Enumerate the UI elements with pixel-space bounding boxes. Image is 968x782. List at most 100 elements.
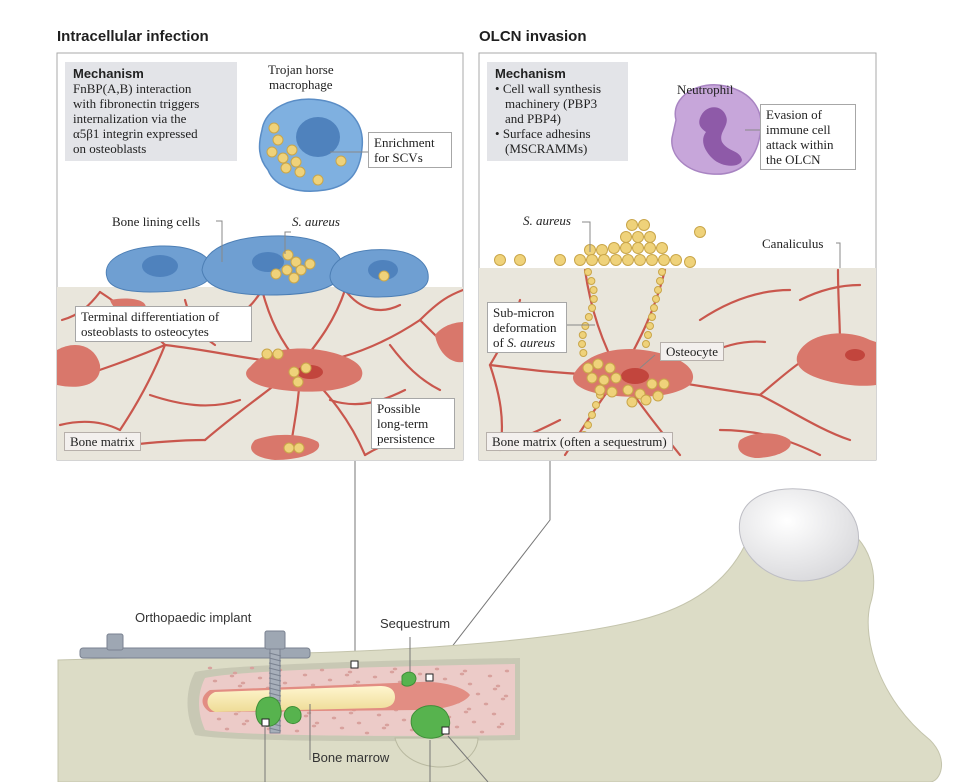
differentiation-line: osteoblasts to osteocytes — [81, 324, 209, 339]
left-mechanism-box: Mechanism FnBP(A,B) interaction with fib… — [65, 62, 237, 161]
marrow-speck — [496, 725, 502, 729]
marrow-speck — [389, 670, 395, 674]
marrow-speck — [233, 712, 239, 716]
marrow-speck — [240, 681, 246, 685]
marrow-speck — [224, 727, 230, 731]
s-aureus-label-left: S. aureus — [292, 214, 340, 229]
bacterium — [640, 394, 652, 406]
bacterium — [642, 340, 650, 348]
thread-line — [268, 692, 282, 697]
marrow-speck — [207, 666, 213, 670]
bacterium — [281, 264, 293, 276]
bullet-line: Cell wall synthesis — [502, 81, 602, 96]
bacterium — [277, 152, 289, 164]
enrichment-line: for SCVs — [374, 150, 423, 165]
neutrophil-nucleus — [699, 107, 742, 166]
bacterium — [592, 358, 604, 370]
right-panel-title: OLCN invasion — [479, 28, 587, 45]
bacterium — [290, 256, 302, 268]
bacterium — [584, 313, 593, 321]
marrow-speck — [467, 682, 473, 686]
deformation-line: of S. aureus — [493, 335, 561, 350]
osteocyte-label: Osteocyte — [660, 342, 724, 361]
abscess-bulge — [394, 737, 479, 768]
deformation-line: Sub-micron — [493, 305, 555, 320]
bacteria-right — [494, 219, 706, 439]
thread-line — [268, 662, 282, 667]
nucleus — [368, 260, 398, 280]
bacterium — [290, 156, 302, 168]
thread-line — [268, 677, 282, 682]
bacterium — [582, 362, 594, 374]
bacterium — [596, 244, 608, 256]
differentiation-line: Terminal differentiation of — [81, 309, 220, 324]
bacterium — [312, 174, 324, 186]
enrichment-line: Enrichment — [374, 135, 435, 150]
bullet-continuation: machinery (PBP3 — [505, 96, 598, 111]
bacterium — [584, 268, 592, 276]
marrow-speck — [294, 729, 300, 733]
marrow-speck — [257, 676, 263, 680]
marrow-speck — [282, 681, 288, 685]
bacterium — [620, 242, 632, 254]
evasion-line: Evasion of — [766, 107, 822, 122]
evasion-line: the OLCN — [766, 152, 821, 167]
locator-square — [350, 660, 359, 669]
persistence-line: long-term — [377, 416, 429, 431]
bacterium — [650, 304, 658, 312]
marrow-speck — [499, 722, 505, 726]
marrow-speck — [339, 726, 345, 730]
persistence-line: persistence — [377, 431, 435, 446]
marrow-speck — [483, 702, 489, 706]
bacterium — [634, 254, 646, 266]
marrow-speck — [327, 678, 333, 682]
bone-marrow-label: Bone marrow — [312, 750, 390, 765]
screw-head — [106, 633, 124, 651]
osteocyte-nucleus — [621, 368, 649, 384]
marrow-speck — [331, 716, 337, 720]
marrow-speck — [311, 724, 317, 728]
bacterium — [638, 219, 650, 231]
marrow-speck — [495, 684, 501, 688]
bacterium — [670, 254, 682, 266]
panel-connectors — [354, 461, 551, 676]
bacterium — [646, 378, 658, 390]
persistence-box: Possible long-term persistence — [371, 398, 455, 449]
marrow-speck — [397, 680, 403, 684]
bacterium — [587, 277, 596, 285]
biofilm — [401, 671, 417, 687]
evasion-line: immune cell — [766, 122, 831, 137]
macrophage-label-line: Trojan horse — [268, 62, 334, 77]
osteocyte-far-right — [796, 333, 876, 386]
nucleus — [252, 252, 284, 272]
marrow-speck — [364, 731, 370, 735]
bacterium — [658, 268, 666, 276]
mechanism-line: with fibronectin triggers — [73, 96, 200, 111]
femoral-head — [738, 488, 860, 582]
marrow-speck — [319, 668, 325, 672]
bacterium — [579, 349, 588, 357]
bacterium — [288, 366, 300, 378]
bacterium — [304, 258, 316, 270]
marrow-speck — [479, 730, 485, 734]
bacterium — [648, 313, 656, 321]
marrow-speck — [347, 670, 353, 674]
marrow-speck — [348, 711, 354, 715]
bacterium — [644, 231, 656, 243]
sequestrum-label: Sequestrum — [380, 616, 451, 631]
thread-line — [268, 667, 282, 672]
thread-line — [268, 672, 282, 677]
bullet-continuation: and PBP4) — [505, 111, 561, 126]
bacterium — [684, 256, 696, 268]
bullet-icon: • — [495, 126, 500, 141]
bone-matrix-label-right: Bone matrix (often a sequestrum) — [486, 432, 673, 451]
marrow-speck — [466, 707, 472, 711]
persistence-line: Possible — [377, 401, 421, 416]
s-aureus-label-right: S. aureus — [523, 213, 571, 228]
bacterium — [644, 242, 656, 254]
bacterium — [604, 362, 616, 374]
marrow-speck — [212, 679, 218, 683]
bacterium — [632, 231, 644, 243]
marrow-speck — [491, 712, 497, 716]
